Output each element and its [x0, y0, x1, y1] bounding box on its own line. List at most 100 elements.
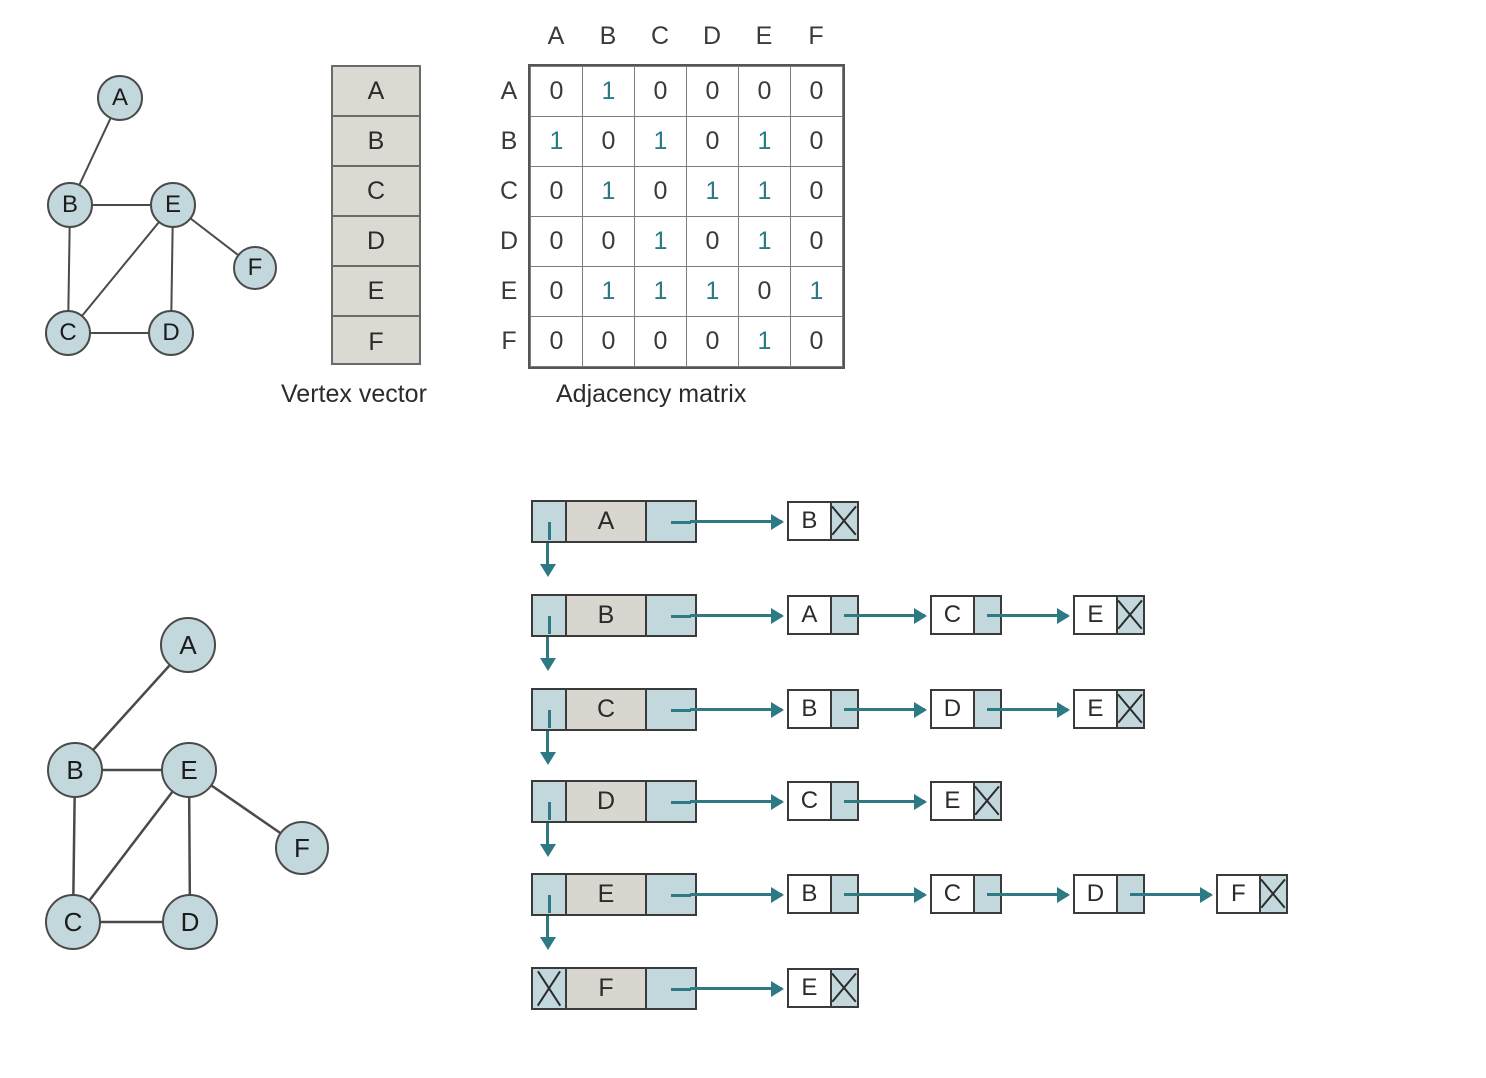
- matrix-cell: 0: [790, 166, 843, 217]
- matrix-row-header: C: [499, 177, 519, 205]
- header-label-f: F: [567, 969, 647, 1008]
- list-node-value: F: [1218, 876, 1261, 912]
- right-pointer-stub: [671, 800, 691, 804]
- header-next-cell-b: [647, 596, 695, 635]
- header-prev-cell-c: [533, 690, 567, 729]
- list-node-next: [831, 876, 865, 912]
- list-header-d[interactable]: D: [531, 780, 697, 823]
- null-x-icon: [533, 969, 565, 1008]
- matrix-row-header: E: [500, 277, 518, 305]
- matrix-row: 0 1 1 1 0 1: [530, 266, 843, 317]
- list-node-null: [1117, 691, 1143, 727]
- right-pointer-stub: [671, 708, 691, 712]
- vertex-vector-row: A: [333, 67, 419, 117]
- list-node-next: [1117, 876, 1151, 912]
- list-node-value: B: [789, 503, 832, 539]
- list-arrow-c-1: [690, 708, 782, 711]
- matrix-row-header: D: [499, 227, 519, 255]
- matrix-cell: 1: [738, 216, 791, 267]
- list-header-b[interactable]: B: [531, 594, 697, 637]
- list-node-value: D: [1075, 876, 1118, 912]
- list-node-b-2[interactable]: C: [930, 595, 1008, 635]
- list-arrow-a-1: [690, 520, 782, 523]
- matrix-row: 0 0 0 0 1 0: [530, 316, 843, 367]
- graph-node-e-label: E: [164, 191, 181, 218]
- list-arrow-b-1: [690, 614, 782, 617]
- vertex-vector-row: D: [333, 217, 419, 267]
- list-node-e-3[interactable]: D: [1073, 874, 1151, 914]
- list-node-e-4[interactable]: F: [1216, 874, 1288, 914]
- matrix-cell: 0: [582, 116, 635, 167]
- header-prev-cell-d: [533, 782, 567, 821]
- matrix-cell: 1: [582, 266, 635, 317]
- graph2-node-c: C: [45, 894, 101, 950]
- list-node-d-1[interactable]: C: [787, 781, 865, 821]
- graph-node-b: B: [47, 182, 93, 228]
- right-pointer-stub: [671, 614, 691, 618]
- matrix-row: 1 0 1 0 1 0: [530, 116, 843, 167]
- list-arrow-b-3: [1000, 614, 1068, 617]
- list-arrow-e-1: [690, 893, 782, 896]
- header-link-arrow-c-d: [546, 700, 549, 762]
- header-link-arrow-a-b: [546, 512, 549, 574]
- right-pointer-stub: [844, 893, 865, 896]
- vertex-vector-cell: A: [367, 76, 385, 105]
- header-link-arrow-b-c: [546, 606, 549, 668]
- list-node-value: C: [932, 876, 975, 912]
- list-node-value: C: [789, 783, 832, 819]
- graph2-node-e-label: E: [180, 754, 198, 785]
- list-node-value: E: [1075, 597, 1118, 633]
- matrix-cell: 0: [634, 66, 687, 117]
- list-header-f[interactable]: F: [531, 967, 697, 1010]
- matrix-col-header: D: [702, 22, 722, 50]
- matrix-cell: 0: [790, 316, 843, 367]
- list-node-null: [831, 503, 857, 539]
- list-header-e[interactable]: E: [531, 873, 697, 916]
- list-node-next: [831, 783, 865, 819]
- matrix-cell: 0: [530, 66, 583, 117]
- list-node-c-3[interactable]: E: [1073, 689, 1145, 729]
- down-pointer-stub: [548, 521, 551, 540]
- list-arrow-e-2: [857, 893, 925, 896]
- right-pointer-stub: [671, 520, 691, 524]
- right-pointer-stub: [987, 614, 1008, 617]
- list-arrow-f-1: [690, 987, 782, 990]
- list-node-e-1[interactable]: B: [787, 874, 865, 914]
- header-link-arrow-e-f: [546, 885, 549, 947]
- list-arrow-c-2: [857, 708, 925, 711]
- matrix-cell: 0: [686, 216, 739, 267]
- list-node-c-2[interactable]: D: [930, 689, 1008, 729]
- list-node-d-2[interactable]: E: [930, 781, 1002, 821]
- matrix-cell: 1: [634, 116, 687, 167]
- vertex-vector-row: F: [333, 317, 419, 367]
- right-pointer-stub: [987, 708, 1008, 711]
- graph-node-d-label: D: [162, 319, 180, 346]
- right-pointer-stub: [671, 987, 691, 991]
- graph-node-f: F: [233, 246, 277, 290]
- matrix-grid: 0 1 0 0 0 0 1 0 1 0 1 0 0 1 0 1 1 0: [530, 66, 843, 367]
- matrix-cell: 0: [530, 166, 583, 217]
- header-link-arrow-d-e: [546, 792, 549, 854]
- list-node-b-1[interactable]: A: [787, 595, 865, 635]
- down-pointer-stub: [548, 801, 551, 820]
- list-node-c-1[interactable]: B: [787, 689, 865, 729]
- matrix-col-header: F: [808, 22, 824, 50]
- list-header-a[interactable]: A: [531, 500, 697, 543]
- list-node-a-1[interactable]: B: [787, 501, 859, 541]
- matrix-row: 0 1 0 0 0 0: [530, 66, 843, 117]
- right-pointer-stub: [671, 893, 691, 897]
- vertex-vector-cell: E: [367, 276, 385, 305]
- list-node-f-1[interactable]: E: [787, 968, 859, 1008]
- list-node-e-2[interactable]: C: [930, 874, 1008, 914]
- vertex-vector-caption: Vertex vector: [281, 380, 427, 408]
- graph2-node-d-label: D: [180, 906, 200, 937]
- list-node-b-3[interactable]: E: [1073, 595, 1145, 635]
- right-pointer-stub: [987, 893, 1008, 896]
- list-node-null: [1260, 876, 1286, 912]
- graph2-node-c-label: C: [63, 906, 83, 937]
- list-header-c[interactable]: C: [531, 688, 697, 731]
- list-node-value: B: [789, 876, 832, 912]
- vertex-vector-cell: B: [367, 126, 385, 155]
- vertex-vector-table: A B C D E F: [331, 65, 421, 365]
